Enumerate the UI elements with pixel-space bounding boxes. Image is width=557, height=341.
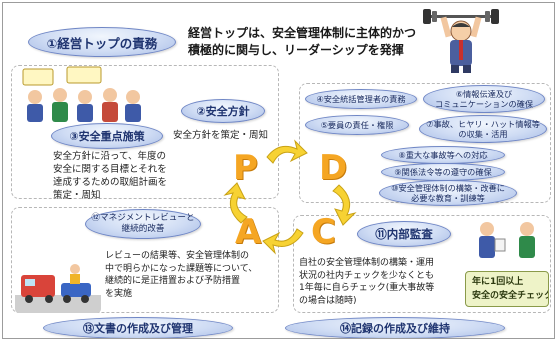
- safety-priority-text: 安全方針に沿って、年度の 安全に関する目標とそれを 達成するための取組計画を 策…: [53, 150, 167, 202]
- pdca-letter-plan: P: [233, 148, 258, 188]
- cycle-arrow-plan-to-do: [266, 139, 308, 164]
- priority-line-3: 達成するための取組計画を: [53, 177, 168, 188]
- management-review-oval: ⑫マネジメントレビューと 継続的改善: [85, 209, 201, 239]
- sign-line-1: 年に1回以上: [472, 277, 524, 287]
- do-item-communication: ⑥情報伝達及び コミュニケーションの確保: [423, 85, 545, 113]
- record-maintenance-label: ⑭記録の作成及び維持: [340, 322, 450, 335]
- review-line-3: 継続的に是正措置および予防措置: [105, 276, 241, 286]
- cycle-arrow-check-to-act: [262, 228, 304, 255]
- sign-line-2: 安全の安全チェック: [472, 291, 549, 301]
- statement-line-2: 積極的に関与し、リーダーシップを発揮: [188, 43, 404, 57]
- document-management-label: ⑬文書の作成及び管理: [83, 322, 193, 335]
- cycle-arrow-do-to-check: [332, 184, 357, 226]
- audit-line-1: 自社の安全管理体制の構築・運用: [299, 258, 435, 268]
- record-maintenance-oval: ⑭記録の作成及び維持: [285, 317, 505, 338]
- do-item-incident-info: ⑦事故、ヒヤリ・ハット情報等 の収集・活用: [419, 115, 547, 143]
- internal-audit-text: 自社の安全管理体制の構築・運用 状況の社内チェックを少なくとも 1年毎に自らチェ…: [299, 257, 434, 307]
- traffic-scene-illustration: [15, 261, 101, 313]
- do-item-responsibility: ⑤要員の責任・権限: [305, 115, 409, 135]
- top-management-statement: 経営トップは、安全管理体制に主体的かつ 積極的に関与し、リーダーシップを発揮: [188, 25, 416, 59]
- top-management-label: ①経営トップの責務: [46, 35, 158, 51]
- audit-line-4: の場合は随時): [299, 295, 357, 306]
- review-line-2: 中で明らかになった課題等について、: [105, 263, 258, 274]
- safety-policy-text: 安全方針を策定・周知: [173, 129, 268, 142]
- priority-line-2: 安全に関する目標とそれを: [53, 164, 167, 175]
- review-line-4: を実施: [105, 288, 133, 299]
- review-line-1: レビューの結果等、安全管理体制の: [105, 251, 250, 261]
- safety-priority-label: ③安全重点施策: [69, 130, 145, 143]
- pdca-letter-check: C: [311, 212, 336, 252]
- statement-line-1: 経営トップは、安全管理体制に主体的かつ: [188, 26, 417, 40]
- annual-check-sign: 年に1回以上 安全の安全チェック: [465, 271, 549, 307]
- priority-line-4: 策定・周知: [53, 190, 101, 201]
- do-item-serious-accident: ⑧重大な事故等への対応: [381, 146, 505, 164]
- do-item-legal-compliance: ⑨関係法令等の遵守の確保: [381, 163, 505, 181]
- safety-policy-label: ②安全方針: [196, 105, 250, 118]
- workers-group-illustration: [15, 63, 145, 129]
- pdca-letter-do: D: [319, 148, 348, 188]
- auditors-illustration: [465, 217, 551, 267]
- internal-audit-label: ⑪内部監査: [375, 227, 433, 241]
- safety-priority-oval: ③安全重点施策: [51, 123, 163, 149]
- cycle-arrow-act-to-plan: [223, 182, 248, 224]
- top-management-oval: ①経営トップの責務: [28, 27, 176, 57]
- safety-policy-desc: 安全方針を策定・周知: [173, 130, 269, 141]
- audit-line-3: 1年毎に自らチェック(重大事故等: [299, 283, 435, 293]
- management-review-text: レビューの結果等、安全管理体制の 中で明らかになった課題等について、 継続的に是…: [105, 250, 257, 300]
- safety-policy-oval: ②安全方針: [181, 99, 265, 123]
- document-management-oval: ⑬文書の作成及び管理: [43, 317, 233, 338]
- do-item-education: ⑩安全管理体制の構築・改善に 必要な教育・訓練等: [379, 180, 517, 206]
- internal-audit-oval: ⑪内部監査: [357, 221, 451, 247]
- weightlifter-illustration: [421, 7, 501, 73]
- do-item-safety-manager: ④安全統括管理者の責務: [305, 89, 417, 109]
- audit-line-2: 状況の社内チェックを少なくとも: [299, 270, 435, 281]
- priority-line-1: 安全方針に沿って、年度の: [53, 151, 167, 162]
